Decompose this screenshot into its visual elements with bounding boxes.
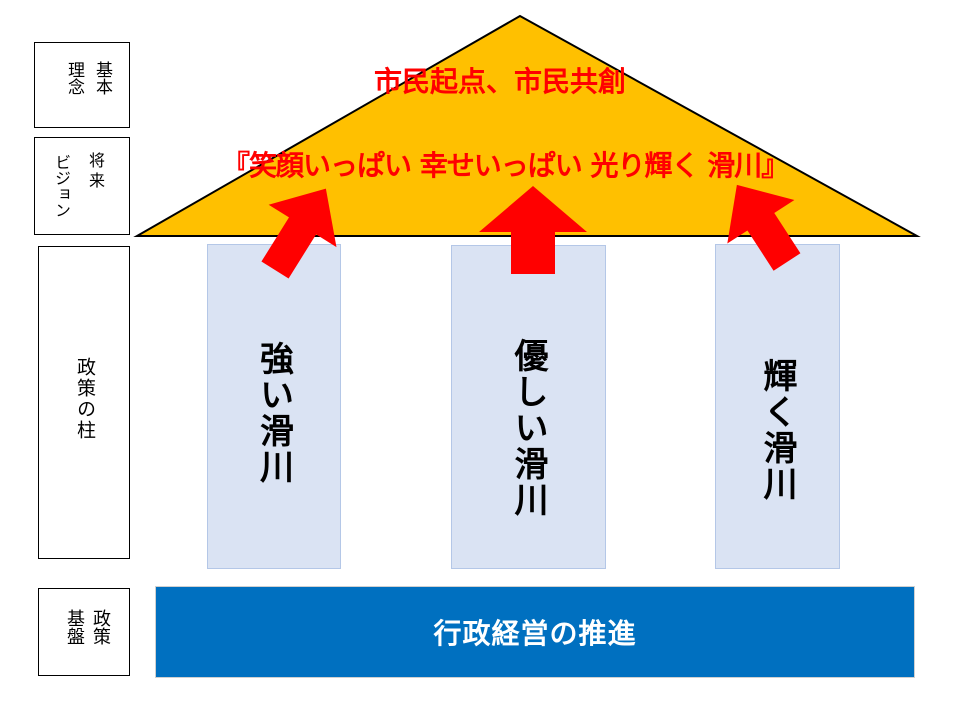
future-vision-label: 将来 ビジョン: [34, 137, 130, 235]
policy-foundation-label: 政策 基盤: [38, 588, 130, 676]
policy-pillars-label: 政策の柱: [38, 246, 130, 559]
pillar-kind: 優しい滑川: [451, 245, 606, 569]
pillar-shining: 輝く滑川: [715, 244, 840, 569]
pillar-strong: 強い滑川: [207, 244, 341, 569]
basic-philosophy-label: 基本 理念: [34, 42, 130, 128]
philosophy-text: 市民起点、市民共創: [374, 65, 627, 98]
future-vision-line2: ビジョン: [52, 154, 71, 218]
pillar-kind-label: 優しい滑川: [508, 338, 548, 518]
vision-text: 『笑顔いっぱい 幸せいっぱい 光り輝く 滑川』: [222, 149, 789, 182]
pillar-strong-label: 強い滑川: [253, 341, 294, 485]
policy-foundation-line1: 政策: [90, 609, 111, 645]
arrow-right: [727, 184, 801, 271]
foundation-label: 行政経営の推進: [433, 617, 637, 650]
basic-philosophy-line2: 理念: [64, 61, 84, 95]
arrow-left: [261, 188, 337, 279]
future-vision-line1: 将来: [86, 152, 105, 192]
pillar-shining-label: 輝く滑川: [757, 358, 797, 502]
basic-philosophy-line1: 基本: [92, 61, 112, 95]
foundation-bar: 行政経営の推進: [155, 586, 915, 678]
policy-foundation-line2: 基盤: [64, 609, 85, 645]
policy-pillars-text: 政策の柱: [74, 357, 96, 441]
arrow-center: [479, 186, 587, 274]
